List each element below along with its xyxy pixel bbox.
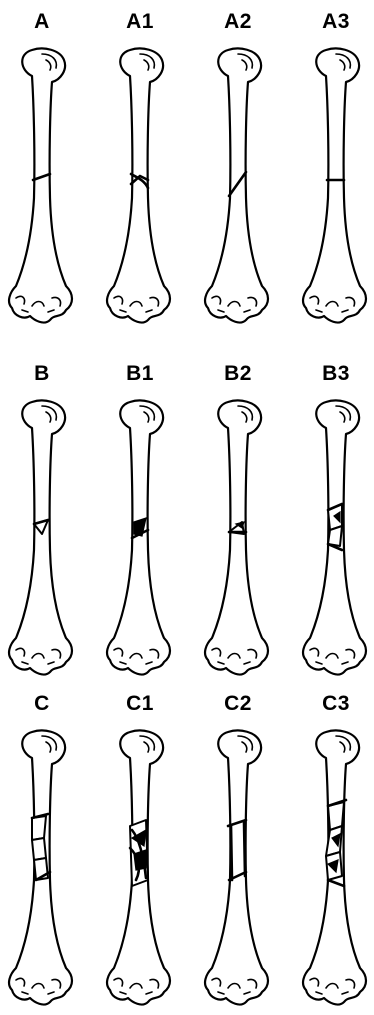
panel-label: C1	[100, 692, 180, 716]
humerus-bone-drawing	[2, 400, 86, 682]
bone-outline	[107, 400, 170, 674]
panel-label: B3	[296, 362, 374, 386]
humerus-bone-drawing	[100, 400, 184, 682]
humerus-bone-drawing	[100, 730, 184, 1012]
bone-outline	[9, 400, 72, 674]
fracture-line	[231, 826, 232, 880]
humerus-bone-drawing	[2, 730, 86, 1012]
humerus-bone-drawing	[100, 48, 184, 330]
panel-label: C	[2, 692, 82, 716]
panel-c1: C1	[100, 682, 190, 1002]
panel-label: A3	[296, 10, 374, 34]
panel-b3: B3	[296, 352, 374, 672]
bone-outline	[107, 48, 170, 322]
panel-a1: A1	[100, 0, 190, 320]
panel-b2: B2	[198, 352, 288, 672]
panel-a3: A3	[296, 0, 374, 320]
panel-c: C	[2, 682, 92, 1002]
panel-label: A	[2, 10, 82, 34]
humerus-bone-drawing	[198, 400, 282, 682]
humerus-bone-drawing	[198, 730, 282, 1012]
humerus-bone-drawing	[296, 730, 374, 1012]
humerus-bone-drawing	[2, 48, 86, 330]
humerus-bone-drawing	[296, 400, 374, 682]
panel-b: B	[2, 352, 92, 672]
bone-fragment	[32, 816, 46, 840]
bone-outline	[9, 48, 72, 322]
panel-label: B	[2, 362, 82, 386]
panel-a: A	[2, 0, 92, 320]
panel-label: A2	[198, 10, 278, 34]
panel-label: C2	[198, 692, 278, 716]
bone-outline	[205, 400, 268, 674]
humerus-bone-drawing	[296, 48, 374, 330]
humerus-bone-drawing	[198, 48, 282, 330]
fracture-line	[244, 822, 245, 876]
bone-outline	[205, 730, 268, 1004]
panel-c3: C3	[296, 682, 374, 1002]
bone-fragment	[328, 526, 342, 546]
panel-label: B2	[198, 362, 278, 386]
panel-label: A1	[100, 10, 180, 34]
panel-c2: C2	[198, 682, 288, 1002]
panel-label: C3	[296, 692, 374, 716]
panel-label: B1	[100, 362, 180, 386]
bone-fragment	[32, 838, 46, 860]
panel-a2: A2	[198, 0, 288, 320]
bone-outline	[303, 48, 366, 322]
panel-b1: B1	[100, 352, 190, 672]
